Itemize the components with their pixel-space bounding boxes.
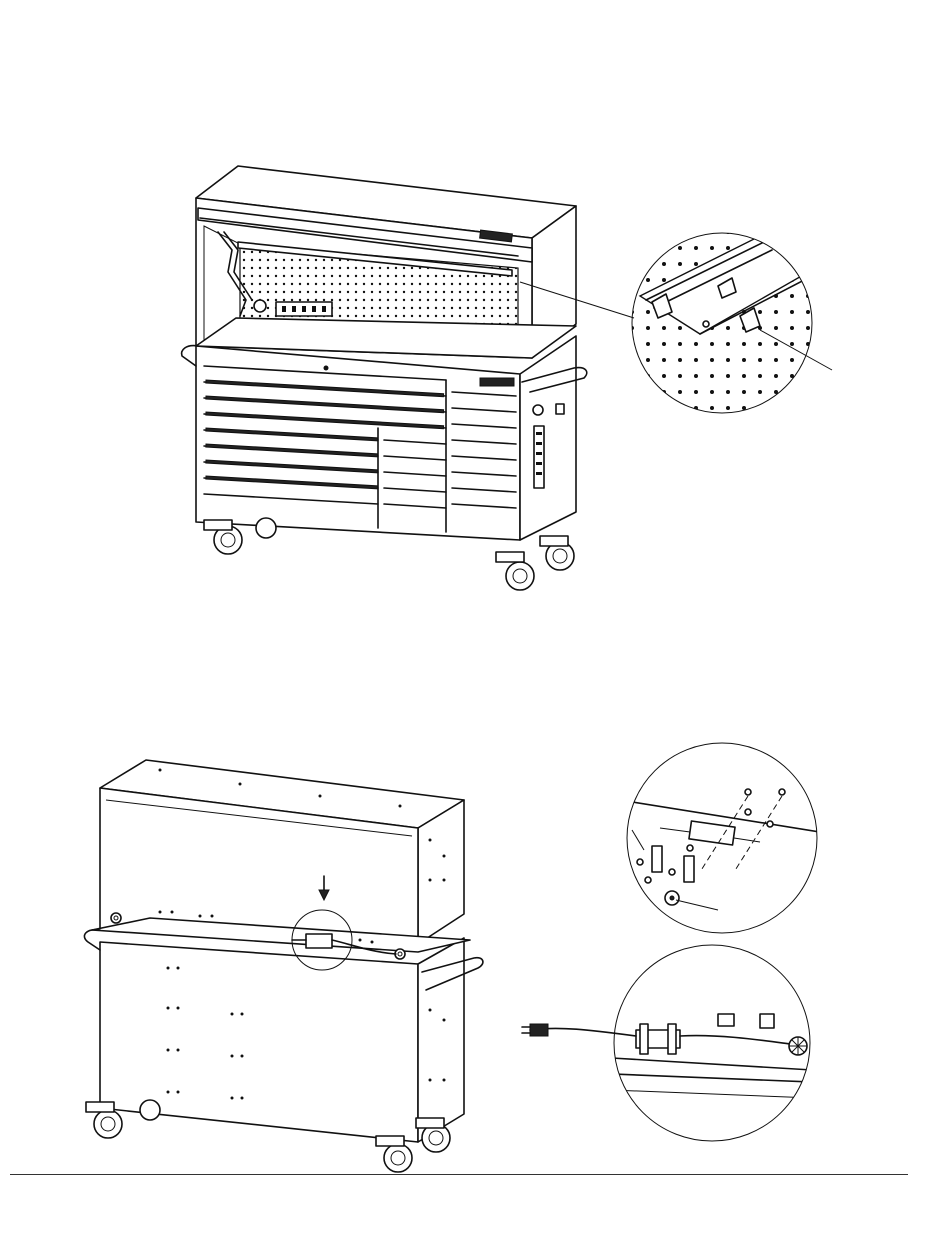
footer-rule xyxy=(10,1174,908,1175)
tool-chest-front-assembly xyxy=(182,166,634,590)
power-plug-icon xyxy=(522,1024,548,1036)
pegboard-shelf-clip-detail xyxy=(630,230,832,420)
tool-chest-rear-assembly xyxy=(84,760,483,1172)
power-strip-mounting-detail xyxy=(620,743,820,933)
installed-power-strip-detail xyxy=(522,945,812,1141)
